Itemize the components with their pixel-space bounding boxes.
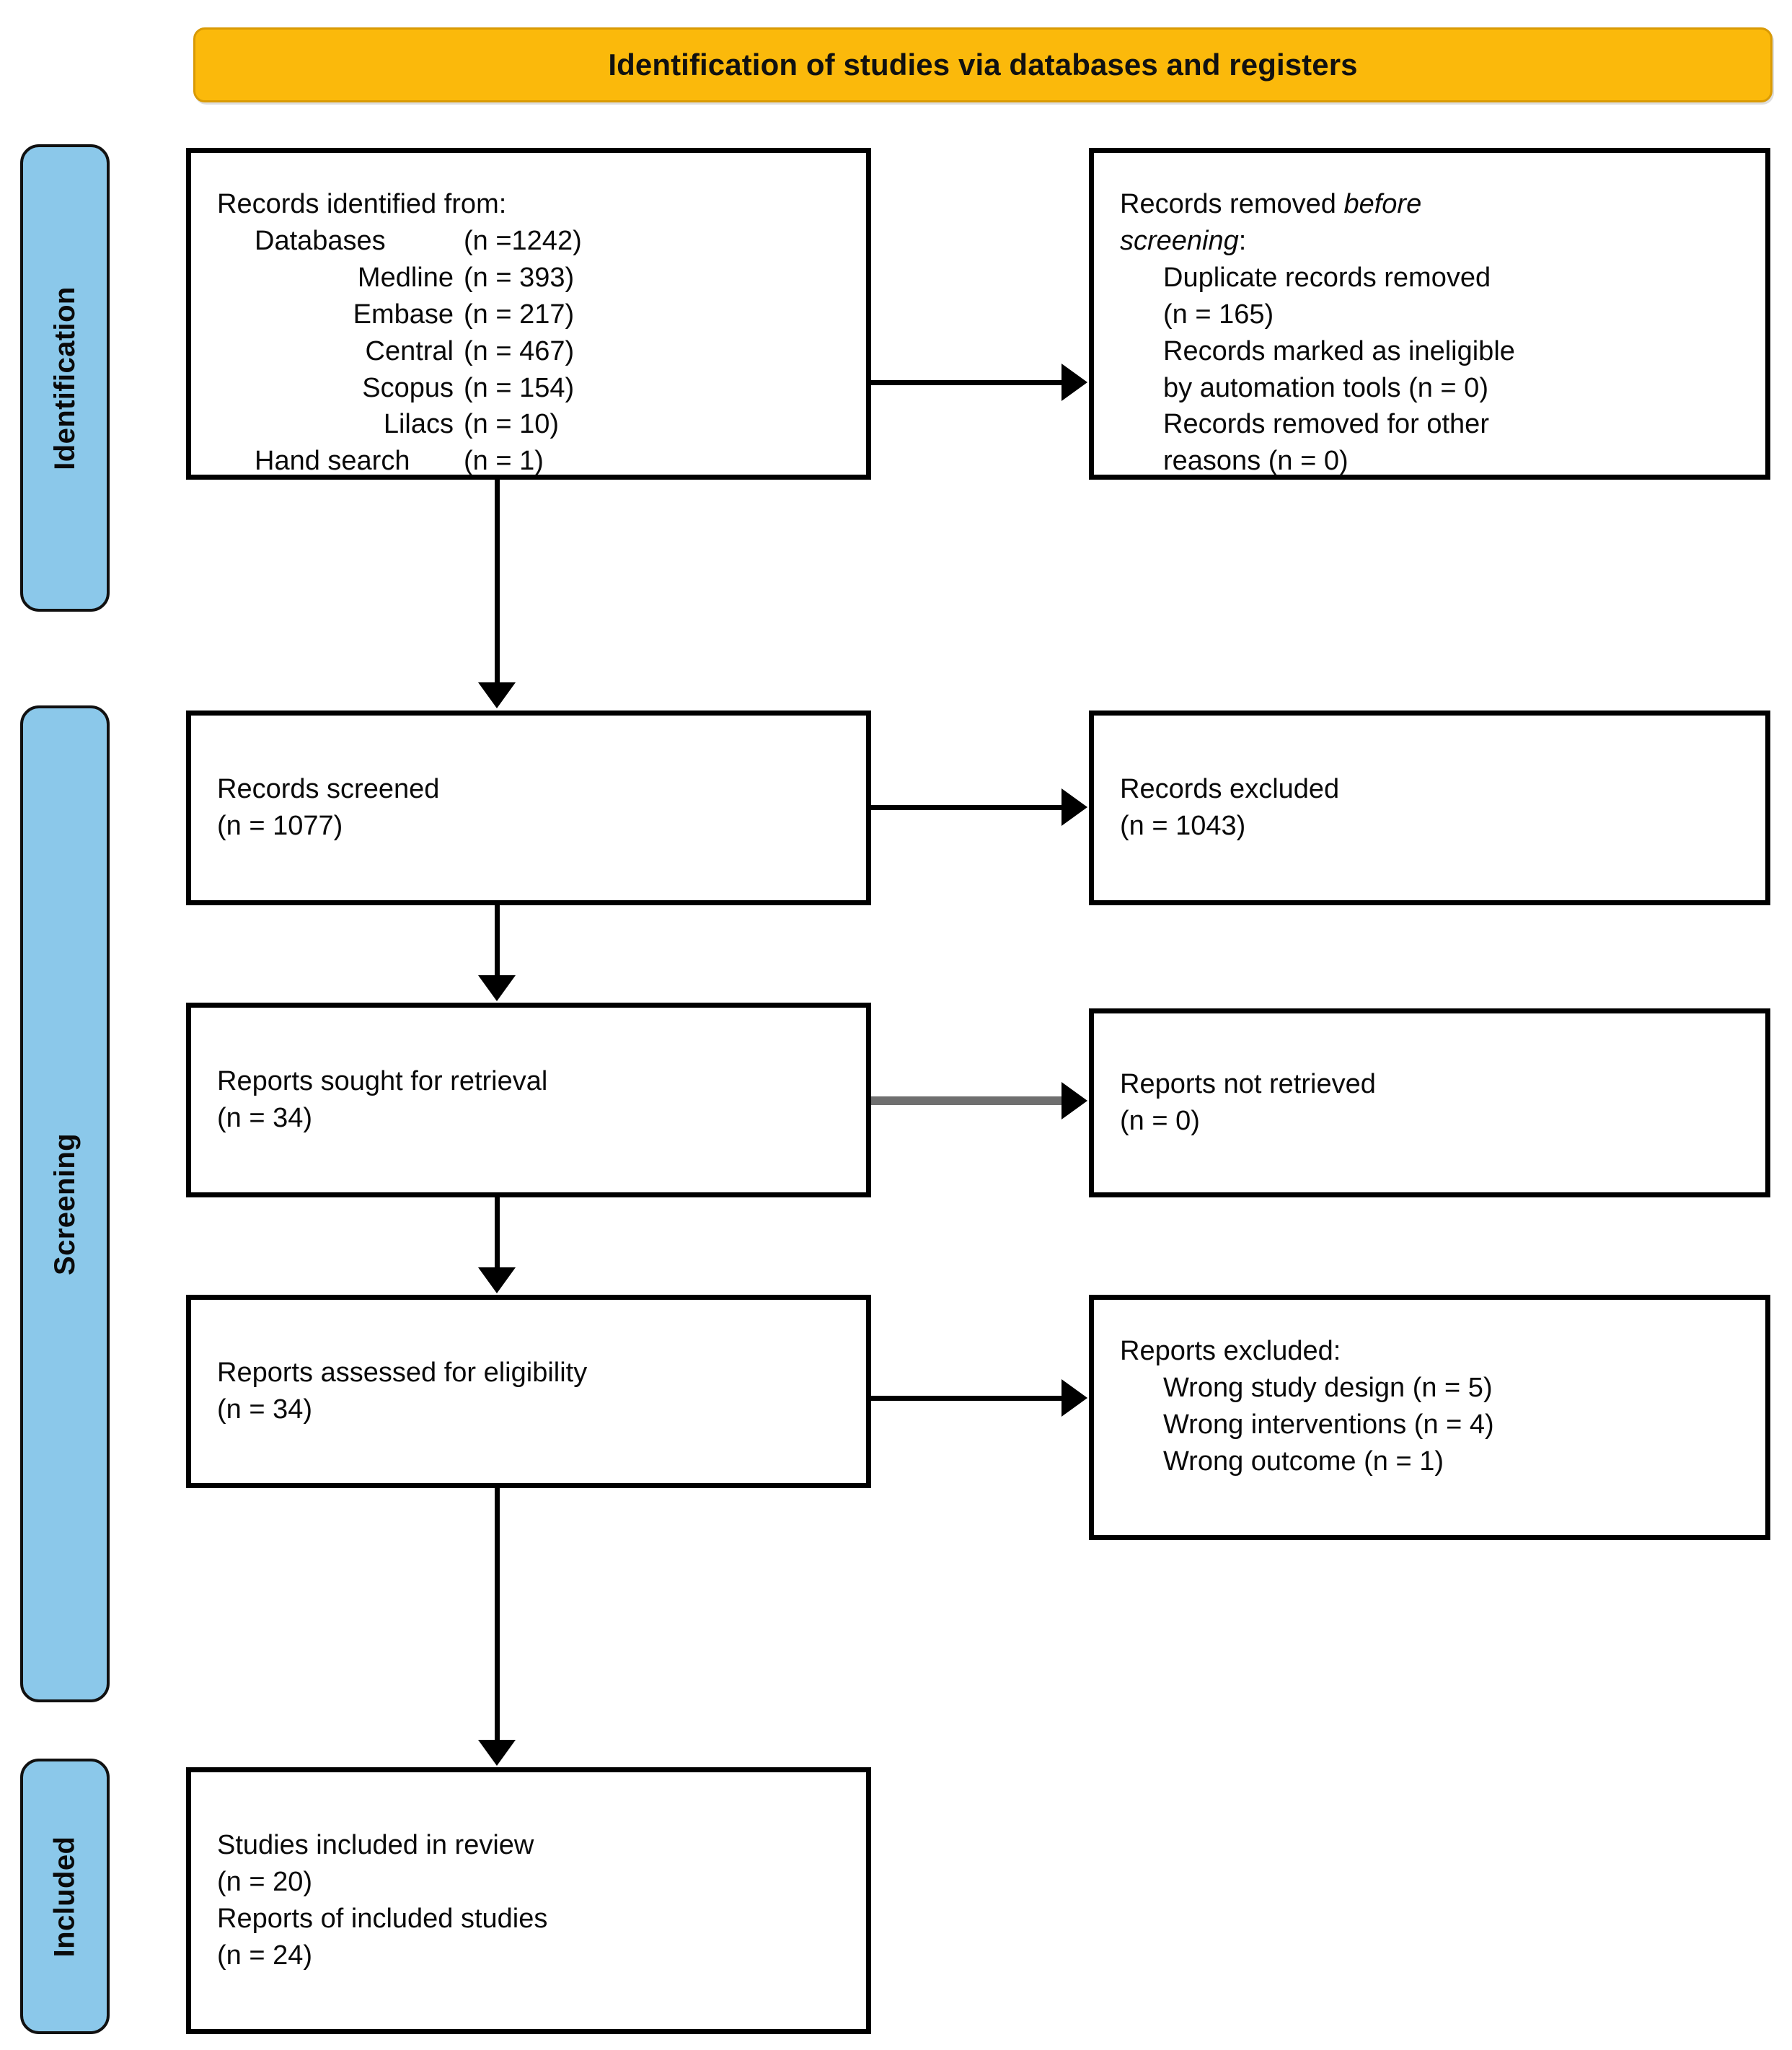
box-records-excluded: Records excluded (n = 1043)	[1089, 711, 1770, 905]
source-row-scopus: Scopus (n = 154)	[217, 370, 853, 407]
source-name: Lilacs	[383, 409, 454, 440]
source-name: Databases	[255, 225, 386, 256]
studies-included-count: (n = 20)	[217, 1867, 313, 1898]
source-row-databases: Databases (n =1242)	[217, 223, 853, 260]
stage-label-screening: Screening	[48, 1132, 81, 1275]
reports-excluded-reason-outcome: Wrong outcome (n = 1)	[1163, 1446, 1444, 1477]
header-title: Identification of studies via databases …	[608, 48, 1358, 82]
connector-identified-to-screened	[495, 480, 500, 685]
source-name: Hand search	[255, 446, 410, 477]
removed-item-duplicate: Duplicate records removed	[1163, 262, 1491, 293]
connector-assessed-to-reports-excluded	[871, 1396, 1063, 1401]
records-removed-heading-italic-2: screening	[1120, 225, 1239, 256]
records-removed-heading-italic: before	[1343, 189, 1422, 219]
reports-not-retrieved-count: (n = 0)	[1120, 1106, 1200, 1136]
box-reports-not-retrieved: Reports not retrieved (n = 0)	[1089, 1008, 1770, 1197]
box-reports-assessed-for-eligibility: Reports assessed for eligibility (n = 34…	[186, 1295, 871, 1488]
source-count: (n = 217)	[464, 299, 575, 330]
connector-screened-to-sought	[495, 905, 500, 977]
reports-excluded-reason-interventions: Wrong interventions (n = 4)	[1163, 1409, 1494, 1440]
arrowhead-identified-to-screened	[478, 682, 516, 708]
box-records-screened: Records screened (n = 1077)	[186, 711, 871, 905]
removed-item-automation: by automation tools (n = 0)	[1163, 372, 1488, 403]
studies-included-label: Studies included in review	[217, 1830, 534, 1861]
removed-item-other-count: reasons (n = 0)	[1163, 446, 1349, 477]
removed-item-ineligible: Records marked as ineligible	[1163, 335, 1515, 366]
records-excluded-count: (n = 1043)	[1120, 811, 1246, 841]
reports-assessed-count: (n = 34)	[217, 1394, 313, 1425]
source-count: (n = 393)	[464, 262, 575, 293]
reports-sought-label: Reports sought for retrieval	[217, 1066, 548, 1097]
source-count: (n =1242)	[464, 225, 582, 256]
arrowhead-identified-to-removed	[1061, 364, 1087, 401]
arrowhead-sought-to-not-retrieved	[1061, 1082, 1087, 1119]
source-count: (n = 1)	[464, 446, 544, 477]
reports-assessed-label: Reports assessed for eligibility	[217, 1358, 588, 1389]
connector-assessed-to-included	[495, 1488, 500, 1741]
box-reports-excluded-reasons: Reports excluded: Wrong study design (n …	[1089, 1295, 1770, 1540]
connector-sought-to-not-retrieved	[871, 1096, 1063, 1105]
header-banner: Identification of studies via databases …	[193, 27, 1773, 102]
source-name: Scopus	[362, 372, 454, 403]
source-row-central: Central (n = 467)	[217, 333, 853, 370]
records-removed-heading-plain: Records removed	[1120, 189, 1344, 219]
arrowhead-assessed-to-reports-excluded	[1061, 1379, 1087, 1417]
arrowhead-sought-to-assessed	[478, 1267, 516, 1293]
source-row-medline: Medline (n = 393)	[217, 260, 853, 296]
removed-item-other: Records removed for other	[1163, 409, 1489, 440]
records-removed-heading-colon: :	[1238, 225, 1247, 256]
source-row-embase: Embase (n = 217)	[217, 296, 853, 333]
source-name: Central	[365, 335, 454, 366]
reports-included-label: Reports of included studies	[217, 1904, 548, 1934]
box-reports-sought-for-retrieval: Reports sought for retrieval (n = 34)	[186, 1003, 871, 1197]
records-removed-heading-line1: Records removed before	[1120, 186, 1752, 223]
box-records-identified: Records identified from: Databases (n =1…	[186, 148, 871, 480]
connector-screened-to-excluded	[871, 805, 1063, 810]
source-count: (n = 154)	[464, 372, 575, 403]
box-records-removed-before-screening: Records removed before screening: Duplic…	[1089, 148, 1770, 480]
stage-label-included: Included	[48, 1836, 81, 1957]
stage-bar-included: Included	[20, 1759, 110, 2034]
source-row-lilacs: Lilacs (n = 10)	[217, 406, 853, 443]
reports-excluded-heading: Reports excluded:	[1120, 1336, 1341, 1366]
source-name: Medline	[357, 262, 454, 293]
stage-label-identification: Identification	[48, 286, 81, 470]
connector-identified-to-removed	[871, 380, 1063, 385]
records-screened-label: Records screened	[217, 774, 440, 805]
records-screened-count: (n = 1077)	[217, 811, 343, 841]
arrowhead-assessed-to-included	[478, 1740, 516, 1766]
connector-sought-to-assessed	[495, 1197, 500, 1270]
records-identified-heading: Records identified from:	[217, 189, 507, 219]
box-studies-included-in-review: Studies included in review (n = 20) Repo…	[186, 1767, 871, 2034]
source-count: (n = 10)	[464, 409, 560, 440]
stage-bar-identification: Identification	[20, 144, 110, 612]
arrowhead-screened-to-sought	[478, 975, 516, 1001]
source-count: (n = 467)	[464, 335, 575, 366]
reports-excluded-reason-study-design: Wrong study design (n = 5)	[1163, 1372, 1493, 1403]
source-row-hand-search: Hand search (n = 1)	[217, 443, 853, 480]
reports-not-retrieved-label: Reports not retrieved	[1120, 1069, 1376, 1100]
records-removed-heading-line2: screening:	[1120, 223, 1752, 260]
reports-sought-count: (n = 34)	[217, 1103, 313, 1133]
reports-included-count: (n = 24)	[217, 1940, 313, 1971]
source-name: Embase	[353, 299, 454, 330]
arrowhead-screened-to-excluded	[1061, 788, 1087, 826]
removed-item-duplicate-count: (n = 165)	[1163, 299, 1274, 330]
stage-bar-screening: Screening	[20, 705, 110, 1702]
records-excluded-label: Records excluded	[1120, 774, 1340, 805]
